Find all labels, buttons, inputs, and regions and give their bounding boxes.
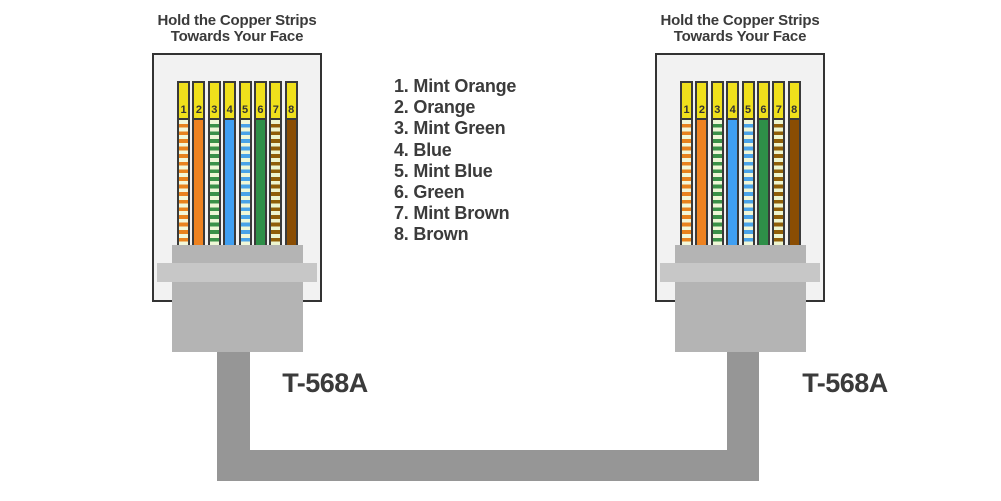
pin-number-3: 3 [710, 81, 724, 120]
pin-column-3: 3 [207, 81, 221, 245]
pin-number-2: 2 [695, 81, 709, 120]
pin-column-1: 1 [680, 81, 693, 245]
wire-mint-green [710, 120, 724, 245]
legend-item-1: 1. Mint Orange [394, 76, 517, 96]
title-line-2: Towards Your Face [170, 27, 304, 45]
pin-column-5: 5 [741, 81, 755, 245]
pin-column-3: 3 [710, 81, 724, 245]
wire-sheath-block [675, 245, 806, 263]
wire-green [756, 120, 770, 245]
title-line-1: Hold the Copper Strips [157, 12, 317, 29]
pin-number-7: 7 [772, 81, 786, 120]
title-line-2: Towards Your Face [673, 27, 807, 45]
pin-column-6: 6 [253, 81, 267, 245]
wire-green [253, 120, 267, 245]
pin-column-5: 5 [238, 81, 252, 245]
pin-column-2: 2 [695, 81, 709, 245]
wire-brown [284, 120, 298, 245]
legend-item-2: 2. Orange [394, 97, 476, 118]
pin-number-6: 6 [253, 81, 267, 120]
pin-column-7: 7 [772, 81, 786, 245]
standard-label-right: T-568A [802, 368, 888, 398]
pin-column-7: 7 [269, 81, 283, 245]
pin-column-1: 1 [177, 81, 190, 245]
pin-number-1: 1 [177, 81, 190, 120]
legend-item-5: 5. Mint Blue [394, 160, 493, 181]
connector-latch [157, 263, 317, 282]
wire-sheath-block [172, 245, 303, 263]
pin-number-5: 5 [741, 81, 755, 120]
wire-mint-green [207, 120, 221, 245]
pin-number-1: 1 [680, 81, 693, 120]
wire-mint-brown [269, 120, 283, 245]
pin-number-8: 8 [787, 81, 801, 120]
pin-number-5: 5 [238, 81, 252, 120]
wire-orange [695, 120, 709, 245]
standard-label-left: T-568A [282, 368, 368, 398]
wire-mint-blue [741, 120, 755, 245]
legend-item-3: 3. Mint Green [394, 118, 506, 139]
connector-title: Hold the Copper Strips Towards Your Face [127, 13, 347, 44]
wire-blue [223, 120, 237, 245]
title-line-1: Hold the Copper Strips [660, 12, 820, 29]
legend-item-7: 7. Mint Brown [394, 203, 510, 224]
pin-number-2: 2 [192, 81, 206, 120]
connector-latch [660, 263, 820, 282]
pin-column-8: 8 [787, 81, 801, 245]
pin-column-6: 6 [756, 81, 770, 245]
legend-item-4: 4. Blue [394, 139, 452, 160]
legend-item-6: 6. Green [394, 182, 465, 203]
wire-mint-brown [772, 120, 786, 245]
wire-brown [787, 120, 801, 245]
pin-column-2: 2 [192, 81, 206, 245]
pin-number-3: 3 [207, 81, 221, 120]
connector-right: Hold the Copper Strips Towards Your Face… [655, 0, 825, 501]
legend-item-8: 8. Brown [394, 224, 469, 245]
pin-number-4: 4 [726, 81, 740, 120]
pin-number-7: 7 [269, 81, 283, 120]
wire-blue [726, 120, 740, 245]
connector-title: Hold the Copper Strips Towards Your Face [630, 13, 850, 44]
pin-number-4: 4 [223, 81, 237, 120]
cable-horizontal-run [217, 450, 759, 481]
connector-left: Hold the Copper Strips Towards Your Face… [152, 0, 322, 501]
cable-boot [675, 282, 806, 352]
pin-column-8: 8 [284, 81, 298, 245]
pin-number-6: 6 [756, 81, 770, 120]
wire-mint-orange [680, 120, 693, 245]
cable-boot [172, 282, 303, 352]
pin-number-8: 8 [284, 81, 298, 120]
wire-orange [192, 120, 206, 245]
pin-column-4: 4 [223, 81, 237, 245]
pin-column-4: 4 [726, 81, 740, 245]
wire-mint-orange [177, 120, 190, 245]
wire-mint-blue [238, 120, 252, 245]
